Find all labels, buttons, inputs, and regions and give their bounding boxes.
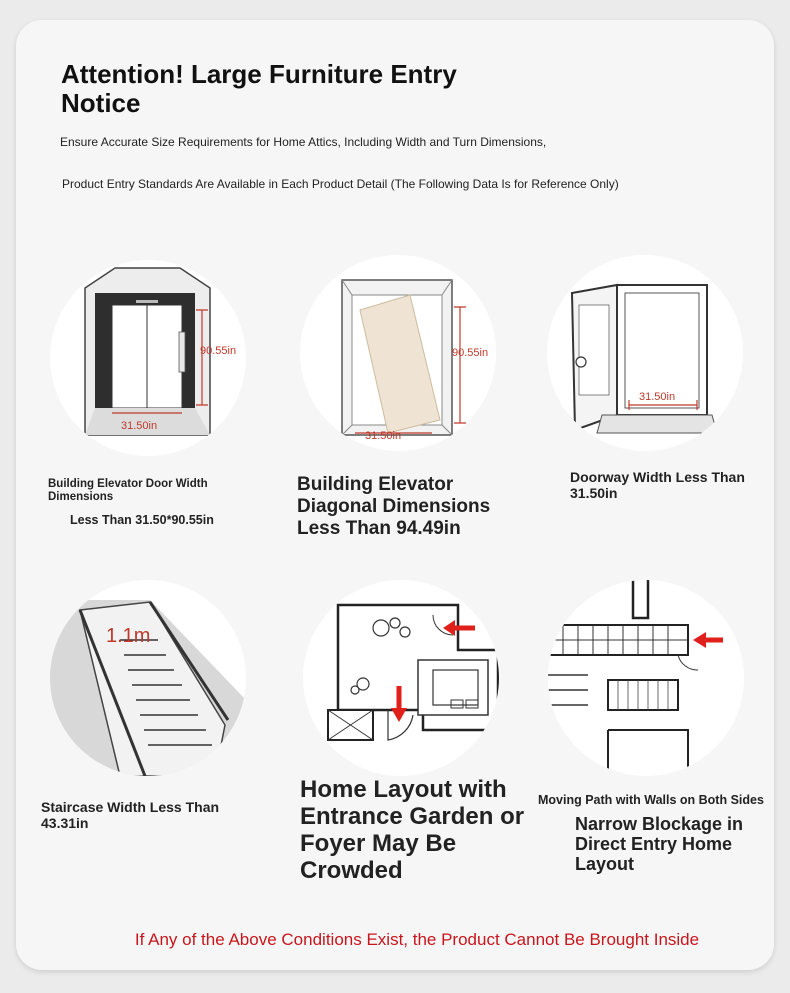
elevator-diagonal-icon: 90.55in 31.50in — [341, 279, 488, 442]
footer-warning: If Any of the Above Conditions Exist, th… — [0, 930, 790, 950]
narrow-path-illustration — [548, 580, 744, 776]
footer-warning-text: If Any of the Above Conditions Exist, th… — [134, 930, 700, 949]
doorway-illustration: 31.50in — [547, 255, 743, 451]
staircase-width-label: 1.1m — [106, 625, 150, 647]
doorway-width-label: 31.50in — [639, 391, 675, 403]
narrow-path-caption-main: Narrow Blockage in Direct Entry Home Lay… — [575, 814, 744, 874]
staircase-caption-main: Staircase Width Less Than 43.31in — [41, 799, 220, 831]
home-layout-icon — [327, 603, 499, 741]
page-title: Attention! Large Furniture Entry Notice — [61, 59, 457, 118]
elevator-diagonal-caption-main: Building Elevator Diagonal Dimensions Le… — [297, 474, 491, 539]
staircase-icon: 1.1m — [50, 600, 246, 776]
elevator-door-height-label: 90.55in — [200, 345, 236, 357]
subtitle-line-2: Product Entry Standards Are Available in… — [62, 177, 619, 191]
doorway-caption-main: Doorway Width Less Than 31.50in — [570, 469, 745, 501]
elevator-door-icon: 90.55in 31.50in — [84, 267, 236, 436]
elevator-diagonal-width-label: 31.50in — [365, 430, 401, 442]
doorway-icon: 31.50in — [570, 283, 718, 434]
notice-card — [16, 20, 774, 970]
elevator-door-width-label: 31.50in — [121, 420, 157, 432]
elevator-door-caption-main: Less Than 31.50*90.55in — [70, 513, 214, 527]
home-layout-illustration — [303, 580, 499, 776]
elevator-diagonal-illustration: 90.55in 31.50in — [300, 255, 496, 451]
home-layout-caption-main: Home Layout with Entrance Garden or Foye… — [300, 776, 525, 884]
elevator-diagonal-height-label: 90.55in — [452, 347, 488, 359]
narrow-path-caption-small: Moving Path with Walls on Both Sides — [538, 793, 764, 807]
elevator-door-illustration: 90.55in 31.50in — [50, 260, 246, 456]
narrow-path-icon — [548, 580, 744, 776]
elevator-door-caption-small: Building Elevator Door Width Dimensions — [48, 478, 208, 503]
subtitle-line-1: Ensure Accurate Size Requirements for Ho… — [60, 135, 547, 149]
staircase-illustration: 1.1m — [50, 580, 246, 776]
